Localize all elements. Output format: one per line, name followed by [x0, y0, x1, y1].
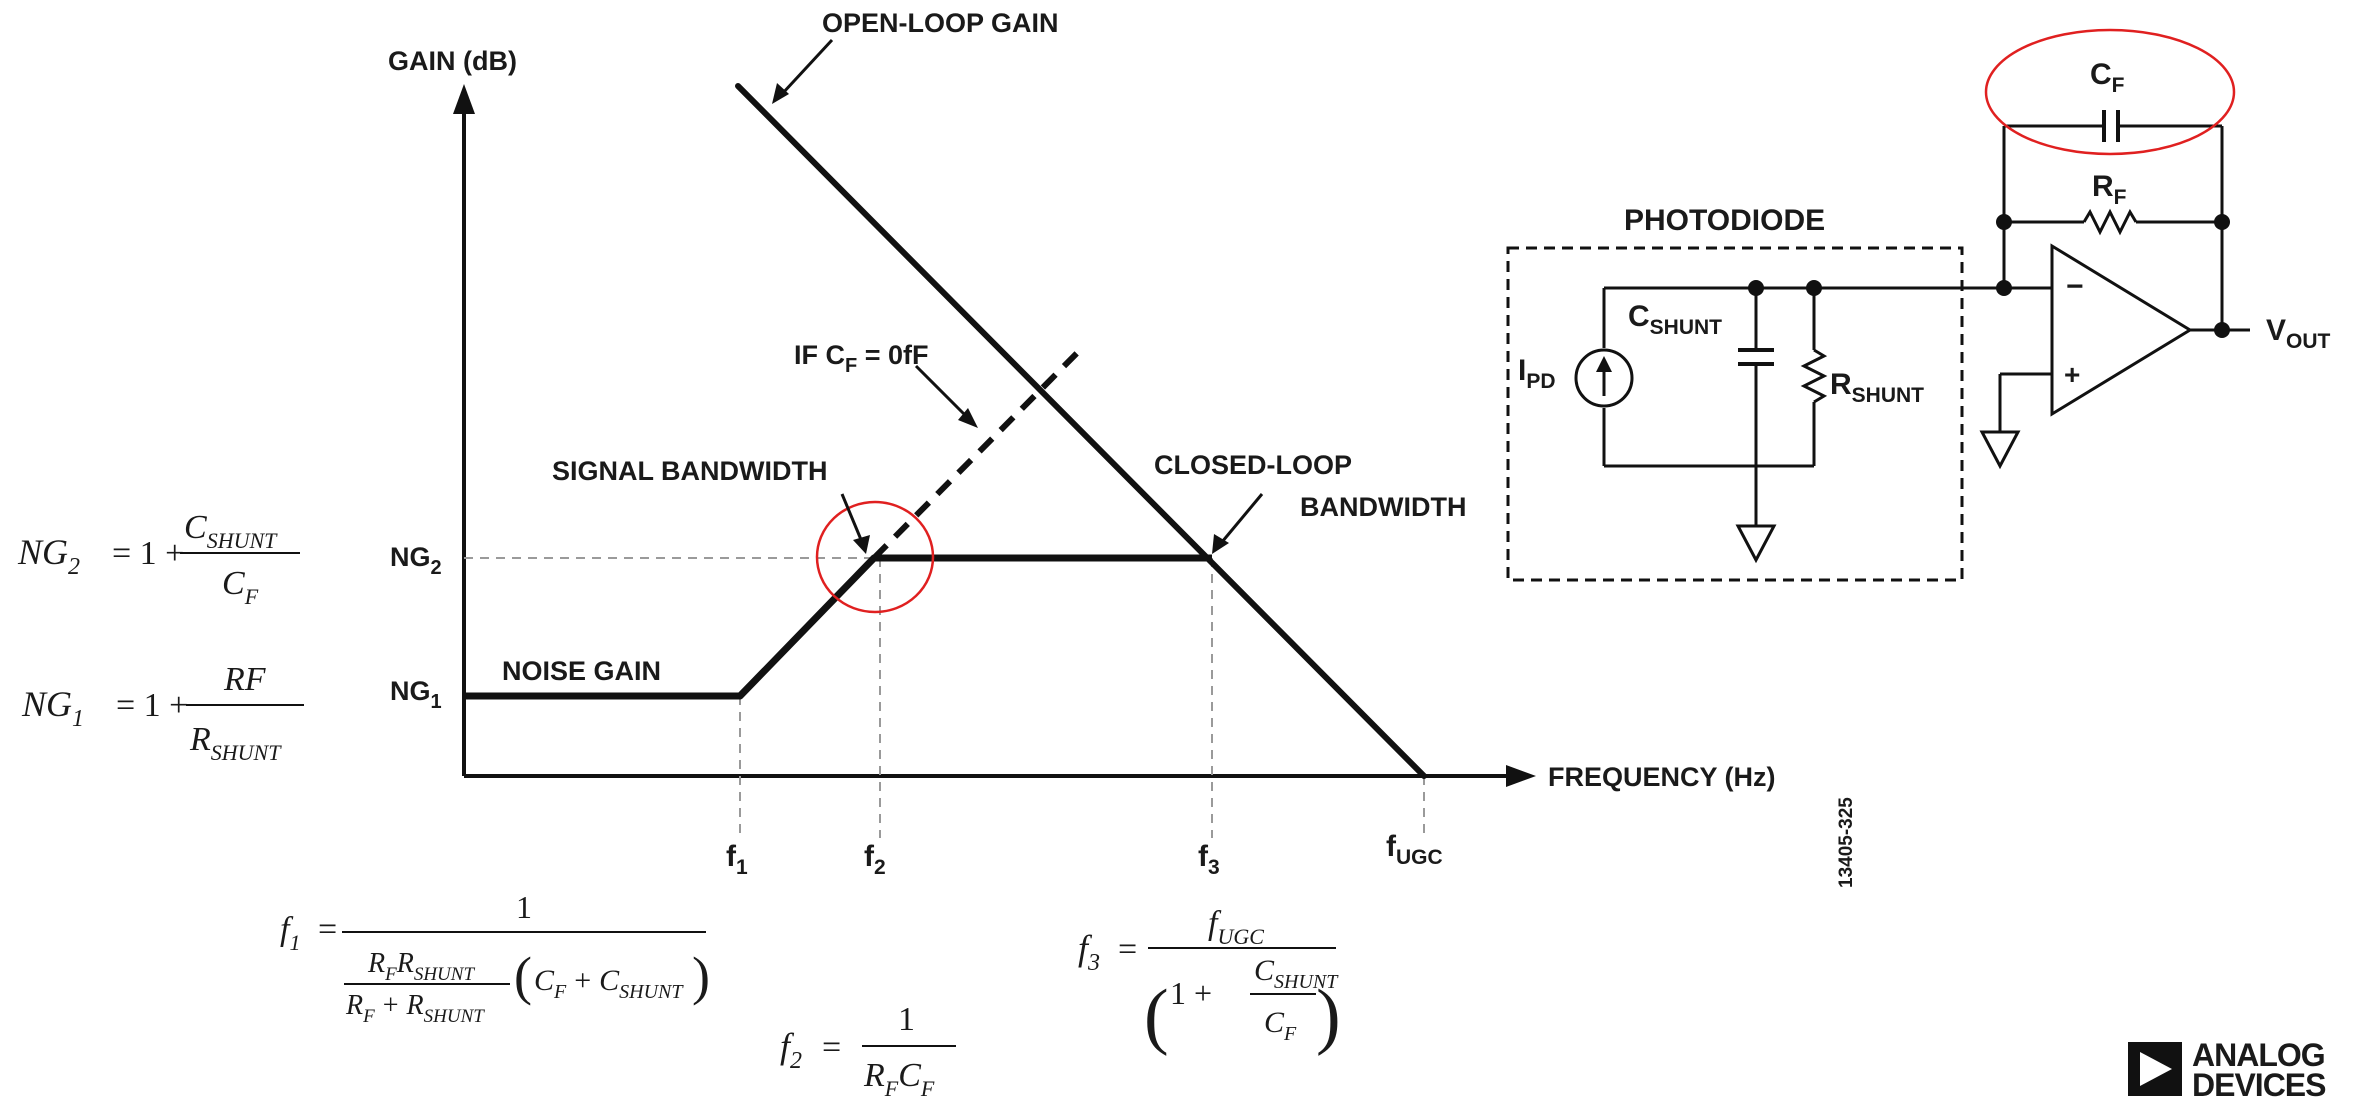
ng2-eq-equals: = 1 +	[112, 535, 184, 572]
noise-gain-label: NOISE GAIN	[502, 656, 661, 686]
junction-rf-right	[2214, 214, 2230, 230]
signal-bandwidth-label: SIGNAL BANDWIDTH	[552, 456, 827, 486]
ng2-eq-denominator: CF	[222, 565, 259, 609]
vout-label: VOUT	[2266, 314, 2331, 353]
f3-eq-numerator: fUGC	[1208, 905, 1264, 949]
ng2-equation: NG2 = 1 + CSHUNT CF	[17, 509, 300, 609]
callout-arrows	[780, 38, 1264, 543]
logo-line-1: ANALOG	[2192, 1037, 2325, 1073]
signal-bw-arrowhead	[853, 535, 870, 554]
ng1-eq-numerator: RF	[223, 661, 267, 698]
closed-loop-label: CLOSED-LOOP	[1154, 450, 1352, 480]
ipd-label: IPD	[1518, 354, 1556, 393]
open-loop-arrowhead	[772, 83, 789, 104]
axes	[462, 98, 1515, 778]
open-loop-callout-arrow	[780, 38, 834, 96]
ng2-axis-label: NG2	[390, 542, 442, 579]
junction-output	[2214, 322, 2230, 338]
f3-eq-inner-denominator: CF	[1264, 1006, 1297, 1045]
cf-label: CF	[2090, 58, 2125, 97]
f1-eq-inner-numerator: RFRSHUNT	[367, 948, 475, 985]
f1-eq-inner-denominator: RF+RSHUNT	[345, 990, 485, 1027]
noise-gain-curve	[466, 554, 1212, 700]
noninverting-input-sign: +	[2064, 359, 2080, 390]
ng2-eq-numerator: CSHUNT	[184, 509, 278, 553]
f2-eq-denominator: RFCF	[863, 1057, 935, 1100]
junction-inverting	[1996, 280, 2012, 296]
f1-eq-equals: =	[318, 911, 337, 948]
f2-tick-label: f2	[864, 840, 886, 879]
inverting-input-sign: −	[2066, 270, 2084, 303]
op-amp-ground-icon	[1979, 430, 2021, 470]
f1-eq-open-paren: (	[514, 946, 532, 1006]
fugc-tick-label: fUGC	[1386, 830, 1443, 869]
x-axis-label: FREQUENCY (Hz)	[1548, 762, 1776, 792]
ng1-eq-equals: = 1 +	[116, 687, 188, 724]
if-cf-callout-arrow	[914, 364, 970, 420]
f2-eq-equals: =	[822, 1029, 841, 1066]
rshunt-resistor	[1800, 348, 1828, 404]
open-loop-gain-curve	[735, 83, 1427, 779]
analog-devices-logo: ANALOG DEVICES	[2128, 1037, 2327, 1100]
f2-eq-numerator: 1	[898, 1001, 915, 1038]
bandwidth-label: BANDWIDTH	[1300, 492, 1466, 522]
figure-id-label: 13405-325	[1836, 797, 1857, 888]
rf-label: RF	[2092, 170, 2127, 209]
f3-tick-label: f3	[1198, 840, 1220, 879]
callout-arrowheads	[772, 83, 1229, 554]
guide-lines	[464, 557, 1425, 838]
closed-loop-arrowhead	[1212, 534, 1229, 554]
cf-highlight	[1984, 28, 2236, 156]
op-amp-triangle	[2050, 243, 2193, 417]
y-axis-arrowhead	[453, 84, 475, 114]
ng2-eq-lhs: NG2	[17, 532, 80, 580]
if-cf-zero-label: IF CF = 0fF	[794, 340, 929, 377]
junction-cshunt	[1748, 280, 1764, 296]
photodiode-title: PHOTODIODE	[1624, 204, 1825, 237]
junction-rf-left	[1996, 214, 2012, 230]
rshunt-label: RSHUNT	[1830, 368, 1924, 407]
ipd-arrow-icon	[1596, 356, 1612, 372]
ipd-current-source	[1574, 348, 1634, 408]
f1-equation: f1 = 1 RFRSHUNT RF+RSHUNT ( CF+CSHUNT )	[280, 889, 710, 1027]
junction-rshunt	[1806, 280, 1822, 296]
logo-triangle-icon	[2140, 1052, 2172, 1086]
junction-dots	[1748, 214, 2230, 338]
ng1-eq-lhs: NG1	[21, 684, 84, 732]
if-cf-arrowhead	[958, 408, 978, 428]
noise-gain-extension-cf-zero	[871, 345, 1085, 561]
f2-eq-lhs: f2	[780, 1026, 802, 1074]
x-axis-arrowhead	[1506, 765, 1536, 787]
logo-line-2: DEVICES	[2192, 1067, 2326, 1100]
signal-bw-callout-arrow	[840, 493, 864, 543]
cshunt-label: CSHUNT	[1628, 300, 1722, 339]
y-axis-label: GAIN (dB)	[388, 46, 517, 76]
ng1-axis-label: NG1	[390, 676, 442, 713]
f1-eq-close-paren: )	[692, 946, 710, 1006]
rf-resistor	[2082, 208, 2138, 236]
f2-equation: f2 = 1 RFCF	[780, 1001, 956, 1100]
f1-eq-capacitance-sum: CF+CSHUNT	[534, 964, 684, 1003]
f1-eq-numerator: 1	[516, 889, 532, 925]
ng1-equation: NG1 = 1 + RF RSHUNT	[21, 661, 304, 765]
f3-eq-one-plus: 1 +	[1170, 975, 1212, 1011]
photodiode-box	[1506, 246, 1964, 582]
photodiode-circuit: PHOTODIODE	[1506, 28, 2331, 582]
f3-eq-inner-numerator: CSHUNT	[1254, 954, 1339, 993]
f3-equation: f3 = fUGC ( 1 + CSHUNT CF )	[1078, 905, 1341, 1057]
open-loop-gain-label: OPEN-LOOP GAIN	[822, 8, 1059, 38]
f3-eq-equals: =	[1118, 931, 1137, 968]
f1-tick-label: f1	[726, 840, 748, 879]
f3-eq-lhs: f3	[1078, 928, 1100, 976]
f1-eq-lhs: f1	[280, 911, 300, 955]
closed-loop-callout-arrow	[1220, 493, 1264, 543]
f2-corner-highlight	[815, 500, 935, 614]
f3-eq-close-paren: )	[1316, 975, 1341, 1057]
ng1-eq-denominator: RSHUNT	[189, 721, 282, 765]
f3-eq-open-paren: (	[1144, 975, 1169, 1057]
photodiode-ground-icon	[1735, 524, 1777, 564]
